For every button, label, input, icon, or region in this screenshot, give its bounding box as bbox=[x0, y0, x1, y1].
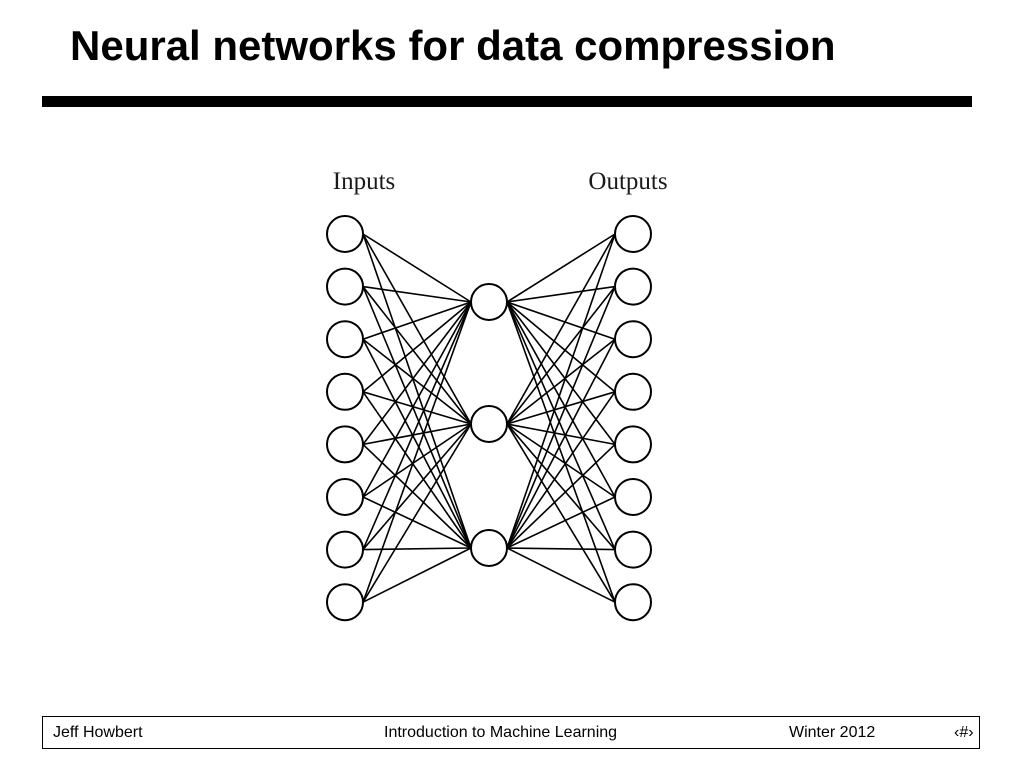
edge-input-5-hidden-3 bbox=[362, 443, 472, 549]
edge-input-7-hidden-2 bbox=[362, 423, 472, 551]
edge-input-4-hidden-2 bbox=[362, 391, 472, 425]
edge-hidden-1-output-8 bbox=[506, 301, 616, 603]
footer-page-number: ‹#› bbox=[954, 724, 974, 741]
input-node-6 bbox=[326, 478, 364, 516]
edge-hidden-1-output-7 bbox=[506, 301, 616, 550]
edge-hidden-3-output-2 bbox=[506, 286, 616, 549]
input-node-8 bbox=[326, 583, 364, 622]
edge-input-6-hidden-1 bbox=[362, 301, 472, 498]
edge-input-6-hidden-2 bbox=[362, 423, 472, 498]
edge-hidden-2-output-5 bbox=[506, 423, 616, 446]
edge-input-5-hidden-2 bbox=[362, 423, 472, 446]
edge-hidden-2-output-3 bbox=[506, 338, 616, 425]
edge-hidden-2-output-7 bbox=[506, 423, 616, 551]
edge-input-3-hidden-1 bbox=[362, 301, 472, 340]
edge-hidden-3-output-1 bbox=[506, 233, 616, 549]
hidden-node-1 bbox=[470, 283, 508, 321]
edge-hidden-1-output-5 bbox=[506, 301, 616, 445]
edge-input-5-hidden-1 bbox=[362, 301, 472, 445]
output-node-5 bbox=[614, 425, 652, 464]
edge-input-8-hidden-1 bbox=[362, 301, 472, 603]
edge-input-1-hidden-2 bbox=[362, 233, 472, 425]
edge-hidden-1-output-3 bbox=[506, 301, 616, 340]
input-node-4 bbox=[326, 372, 364, 411]
edge-hidden-2-output-8 bbox=[506, 423, 616, 603]
edge-input-1-hidden-1 bbox=[362, 233, 472, 303]
output-node-6 bbox=[614, 478, 652, 516]
edge-input-7-hidden-1 bbox=[362, 301, 472, 550]
hidden-node-3 bbox=[470, 529, 508, 567]
inputs-label: Inputs bbox=[333, 168, 396, 195]
network-diagram: Inputs Outputs bbox=[326, 168, 668, 622]
edge-hidden-3-output-7 bbox=[506, 547, 616, 551]
edge-input-8-hidden-3 bbox=[362, 547, 472, 603]
slide-title: Neural networks for data compression bbox=[70, 22, 836, 69]
input-node-5 bbox=[326, 425, 364, 464]
edge-input-4-hidden-1 bbox=[362, 301, 472, 393]
edge-hidden-1-output-2 bbox=[506, 285, 616, 303]
nodes bbox=[326, 215, 652, 622]
edge-hidden-1-output-1 bbox=[506, 233, 616, 303]
edge-input-2-hidden-3 bbox=[362, 286, 472, 549]
edge-input-8-hidden-2 bbox=[362, 423, 472, 603]
edge-hidden-1-output-6 bbox=[506, 301, 616, 498]
input-node-1 bbox=[326, 215, 364, 253]
output-node-4 bbox=[614, 372, 652, 411]
edge-input-7-hidden-3 bbox=[362, 547, 472, 551]
input-node-3 bbox=[326, 320, 364, 359]
edge-hidden-3-output-8 bbox=[506, 547, 616, 603]
edge-input-2-hidden-2 bbox=[362, 286, 472, 425]
edge-hidden-2-output-2 bbox=[506, 286, 616, 425]
output-node-7 bbox=[614, 530, 652, 569]
edge-input-3-hidden-2 bbox=[362, 338, 472, 425]
footer-course: Introduction to Machine Learning bbox=[384, 724, 618, 741]
edge-input-1-hidden-3 bbox=[362, 233, 472, 549]
edge-hidden-2-output-6 bbox=[506, 423, 616, 498]
slide-footer: Jeff Howbert Introduction to Machine Lea… bbox=[42, 716, 980, 749]
edge-input-2-hidden-1 bbox=[362, 285, 472, 303]
footer-term: Winter 2012 bbox=[789, 724, 876, 741]
edge-input-3-hidden-3 bbox=[362, 338, 472, 549]
edge-hidden-3-output-6 bbox=[506, 496, 616, 549]
input-node-2 bbox=[326, 267, 364, 306]
output-node-1 bbox=[614, 215, 652, 253]
output-node-2 bbox=[614, 267, 652, 306]
edge-hidden-2-output-1 bbox=[506, 233, 616, 425]
edge-hidden-3-output-5 bbox=[506, 443, 616, 549]
connections bbox=[362, 233, 616, 603]
edge-hidden-2-output-4 bbox=[506, 391, 616, 425]
output-node-3 bbox=[614, 320, 652, 359]
edge-hidden-3-output-4 bbox=[506, 391, 616, 549]
outputs-label: Outputs bbox=[588, 168, 667, 195]
title-rule bbox=[42, 96, 972, 107]
edge-input-6-hidden-3 bbox=[362, 496, 472, 549]
edge-hidden-1-output-4 bbox=[506, 301, 616, 393]
edge-hidden-3-output-3 bbox=[506, 338, 616, 549]
footer-author: Jeff Howbert bbox=[53, 724, 143, 741]
hidden-node-2 bbox=[470, 405, 508, 443]
output-node-8 bbox=[614, 583, 652, 622]
edge-input-4-hidden-3 bbox=[362, 391, 472, 549]
input-node-7 bbox=[326, 530, 364, 569]
